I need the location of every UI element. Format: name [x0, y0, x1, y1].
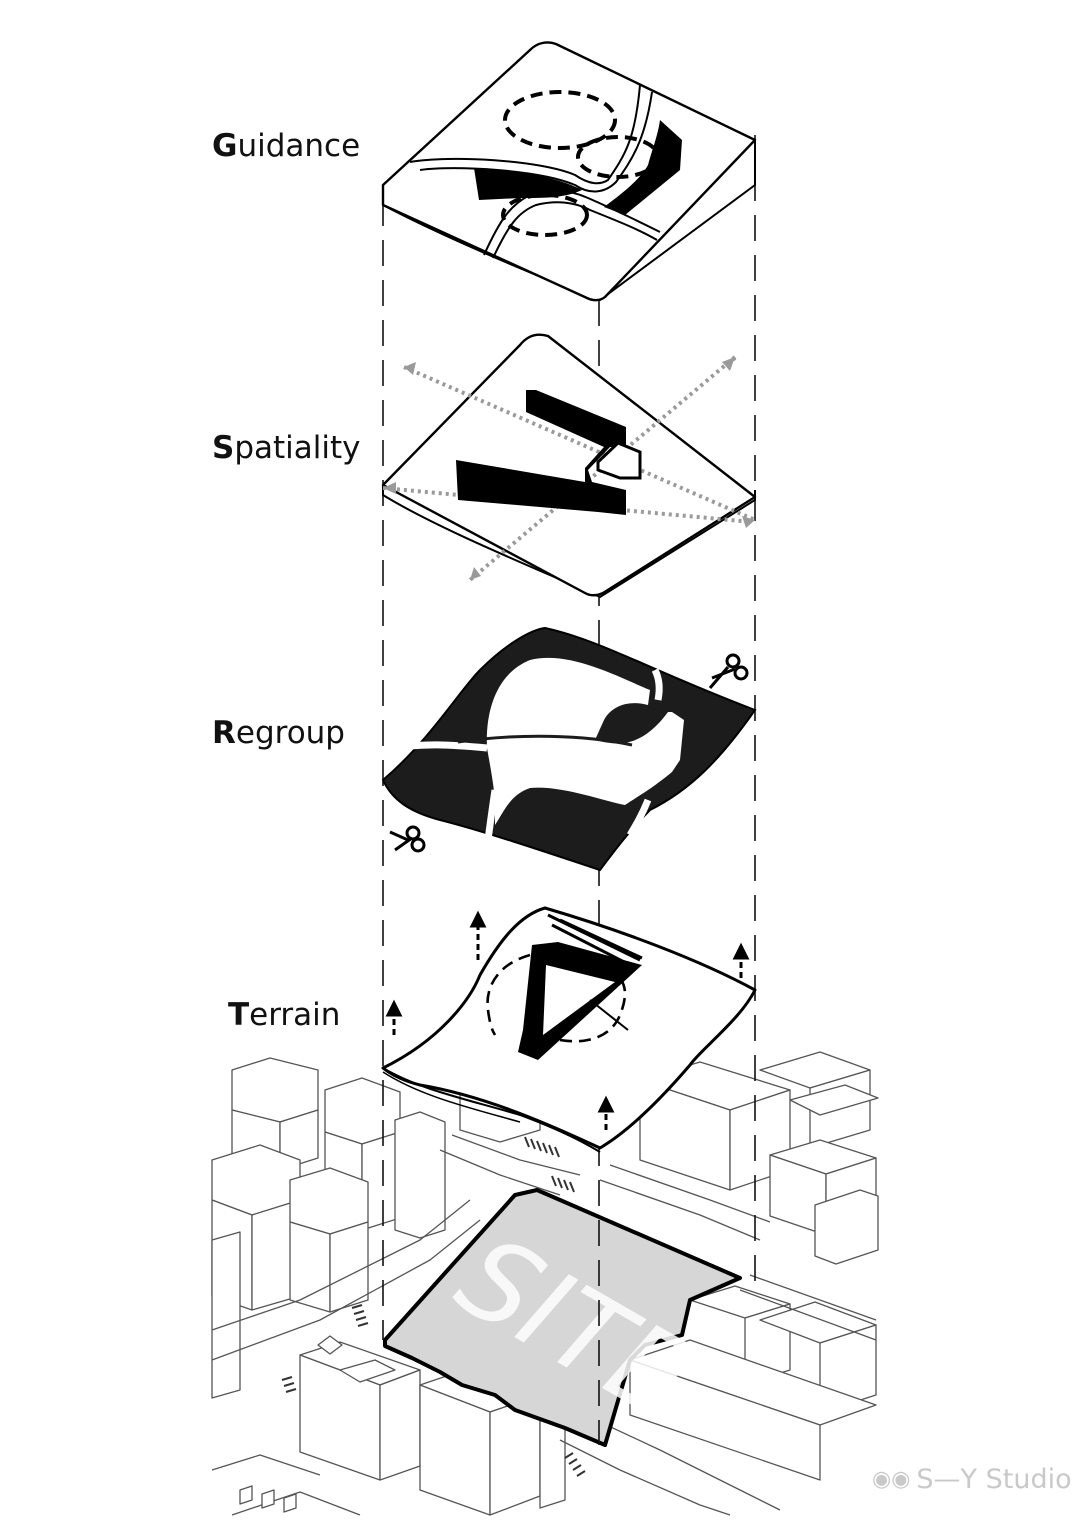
regroup-cut — [382, 741, 488, 754]
context-building — [329, 1221, 369, 1313]
arrow-head-icon — [722, 357, 735, 371]
context-building — [211, 1231, 241, 1399]
context-building — [261, 1489, 275, 1509]
terrain-contour — [559, 977, 627, 1043]
crosswalks — [281, 1136, 586, 1477]
layer-label-terrain: Terrain — [228, 997, 341, 1033]
context-building — [339, 1359, 396, 1383]
terrain-building-bar — [547, 913, 643, 970]
context-building — [317, 1335, 343, 1355]
context-building — [629, 1359, 821, 1481]
context-street — [584, 1414, 781, 1511]
context-building — [231, 1057, 319, 1123]
context-street — [559, 1439, 731, 1516]
arrow-head-icon — [742, 516, 755, 528]
spatiality-slab-top — [381, 333, 757, 597]
up-arrow-icon — [385, 999, 403, 1017]
guidance-node-circles — [501, 90, 660, 237]
terrain-edge-shadow — [382, 1071, 521, 1123]
terrain-line — [589, 999, 629, 1031]
up-arrow-icon — [732, 942, 750, 960]
wechat-icon: ◉◉ — [872, 1467, 911, 1492]
terrain-edge-shadow — [382, 1067, 601, 1153]
context-street — [451, 1134, 581, 1176]
arrow-head-icon — [383, 482, 396, 494]
layer-label-guidance: Guidance — [212, 128, 361, 164]
watermark: ◉◉S—Y Studio — [872, 1464, 1072, 1495]
site-polygon — [383, 1188, 742, 1447]
guidance-building — [474, 168, 582, 200]
layer-label-spatiality: Spatiality — [212, 430, 361, 466]
sightline-arrowheads — [383, 357, 755, 580]
guidance-layer — [381, 41, 757, 302]
regroup-cut — [626, 798, 652, 837]
context-building — [789, 1084, 879, 1116]
scissors-icon — [389, 825, 426, 853]
guidance-slab-top — [381, 41, 757, 302]
spatiality-layer — [381, 333, 757, 599]
uplift-arrows — [385, 910, 750, 1130]
regroup-layer — [381, 626, 757, 872]
arrow-head-icon — [470, 567, 481, 580]
context-street — [749, 1274, 877, 1321]
regroup-cut — [484, 789, 499, 841]
context-building — [814, 1189, 879, 1265]
terrain-layer — [381, 906, 757, 1153]
regroup-cut — [651, 668, 663, 701]
regroup-void — [486, 657, 684, 825]
context-building — [394, 1111, 446, 1239]
urban-context-buildings — [211, 1051, 879, 1516]
context-street — [609, 1164, 771, 1223]
alignment-guides — [382, 135, 756, 1445]
context-street — [439, 1149, 561, 1196]
context-building — [324, 1077, 401, 1145]
arrow-head-icon — [404, 362, 416, 375]
context-street — [211, 1199, 471, 1331]
context-street — [231, 1491, 361, 1516]
context-building — [289, 1167, 369, 1235]
up-arrow-icon — [597, 1095, 615, 1113]
context-street — [599, 1179, 761, 1241]
context-street — [211, 1454, 321, 1476]
scissors-icon — [708, 653, 749, 689]
terrain-contour — [486, 953, 531, 1036]
context-street — [211, 1219, 481, 1361]
regroup-line — [457, 734, 633, 747]
context-building — [283, 1493, 297, 1513]
terrain-building-triangle-void — [543, 965, 615, 1035]
context-street — [739, 1289, 877, 1341]
context-building — [289, 1221, 331, 1313]
context-building — [379, 1369, 421, 1481]
spatiality-volume — [456, 390, 626, 515]
context-building — [239, 1485, 253, 1505]
watermark-text: S—Y Studio — [916, 1464, 1072, 1495]
layer-label-regroup: Regroup — [212, 715, 345, 751]
guidance-building — [604, 120, 682, 215]
spatiality-volume-open — [596, 441, 642, 480]
up-arrow-icon — [469, 910, 487, 928]
